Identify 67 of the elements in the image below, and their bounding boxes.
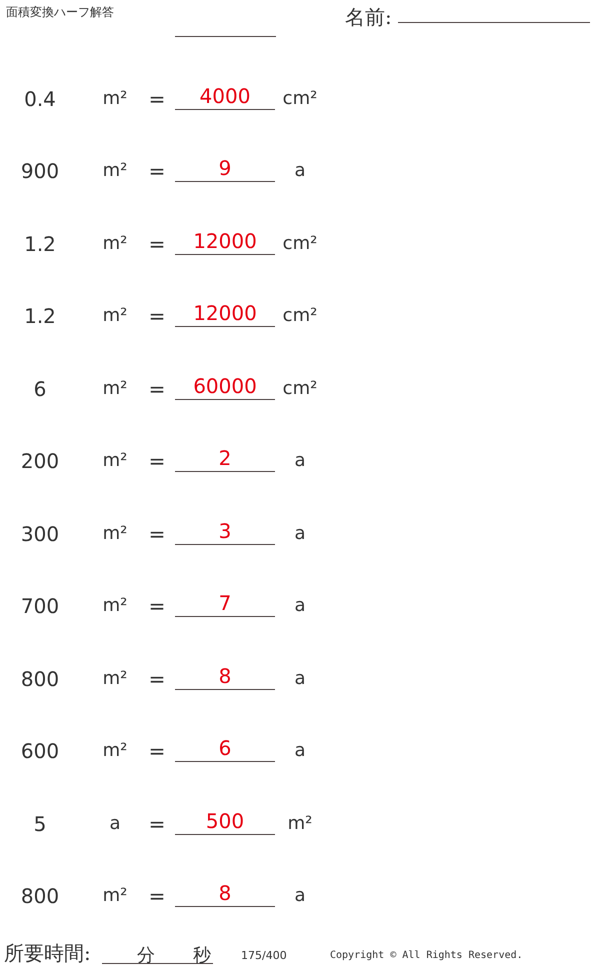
seconds-unit: 秒 [193, 944, 211, 967]
equals-sign: = [148, 741, 166, 762]
unit: a [294, 886, 306, 905]
unit: m² [102, 524, 128, 543]
unit: a [294, 452, 306, 470]
equals-sign: = [148, 451, 166, 472]
unit: m² [102, 307, 128, 326]
unit: cm² [282, 90, 318, 108]
unit: m² [102, 90, 128, 108]
given-value: 300 [20, 524, 60, 544]
unit: cm² [282, 307, 318, 326]
unit: cm² [282, 380, 318, 398]
equals-sign: = [148, 596, 166, 616]
minutes-unit: 分 [137, 944, 155, 967]
answer-field: 8 [175, 662, 275, 690]
given-value: 900 [20, 161, 60, 182]
given-value: 5 [34, 814, 46, 834]
time-label: 所要時間: [4, 940, 91, 967]
given-value: 1.2 [24, 306, 56, 326]
unit: a [109, 814, 121, 832]
answer-field: 6 [175, 735, 275, 762]
unit: m² [102, 162, 128, 180]
equals-sign: = [148, 524, 166, 544]
given-value: 800 [20, 668, 60, 689]
answer-field: 8 [175, 880, 275, 907]
answer-field: 60000 [175, 372, 275, 400]
answer-field: 12000 [175, 300, 275, 328]
answer-field: 7 [175, 590, 275, 618]
equals-sign: = [148, 89, 166, 109]
unit: m² [102, 670, 128, 688]
equals-sign: = [148, 378, 166, 399]
equals-sign: = [148, 161, 166, 182]
equals-sign: = [148, 234, 166, 254]
unit: a [294, 524, 306, 543]
given-value: 6 [34, 378, 46, 399]
equals-sign: = [148, 886, 166, 906]
answer-field: 4000 [175, 83, 275, 110]
answer-field: 3 [175, 518, 275, 545]
given-value: 1.2 [24, 234, 56, 254]
given-value: 800 [20, 886, 60, 906]
page-number: 175/400 [241, 949, 287, 962]
name-label: 名前: [345, 4, 392, 31]
equals-sign: = [148, 814, 166, 834]
copyright-notice: Copyright © All Rights Reserved. [330, 950, 523, 961]
equals-sign: = [148, 306, 166, 326]
given-value: 200 [20, 451, 60, 472]
unit: m² [102, 452, 128, 470]
answer-field: 9 [175, 155, 275, 182]
unit: m² [102, 380, 128, 398]
unit: m² [102, 597, 128, 616]
given-value: 0.4 [24, 89, 56, 109]
answer-field: 2 [175, 445, 275, 472]
unit: m² [102, 234, 128, 253]
unit: m² [102, 886, 128, 905]
unit: m² [102, 742, 128, 760]
worksheet-title: 面積変換ハーフ解答 [6, 4, 114, 21]
equals-sign: = [148, 668, 166, 689]
answer-field: 12000 [175, 228, 275, 255]
unit: cm² [282, 234, 318, 253]
answer-field: 500 [175, 808, 275, 834]
unit: m² [288, 814, 312, 832]
unit: a [294, 597, 306, 616]
unit: a [294, 162, 306, 180]
given-value: 700 [20, 596, 60, 616]
unit: a [294, 670, 306, 688]
unit: a [294, 742, 306, 760]
given-value: 600 [20, 741, 60, 762]
